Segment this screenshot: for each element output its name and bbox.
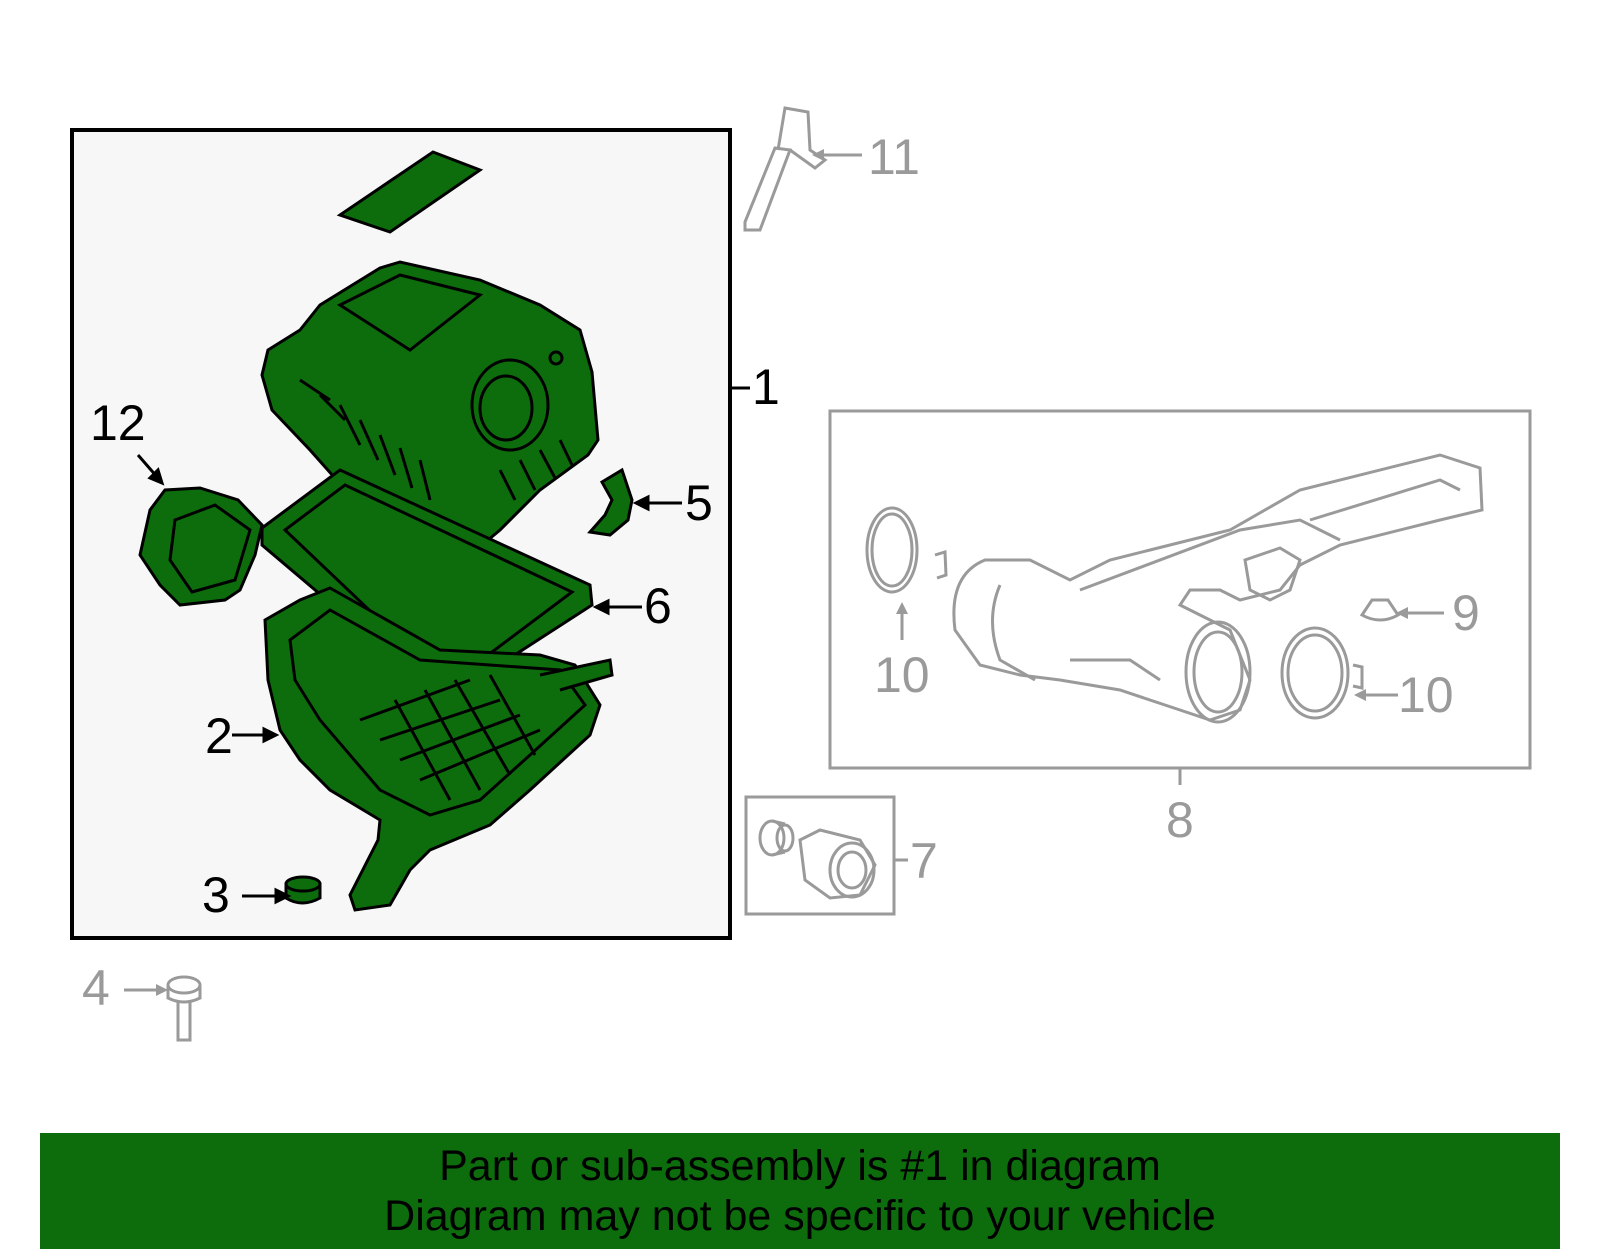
intake-duct-part-8[interactable] — [952, 453, 1484, 724]
callout-12[interactable]: 12 — [90, 395, 146, 451]
mass-airflow-housing-part[interactable] — [138, 486, 264, 607]
arrowhead-2 — [262, 726, 280, 744]
clamp-part-10-right[interactable] — [1280, 626, 1398, 720]
clamp-part-10-left[interactable] — [865, 506, 948, 640]
bolt-part-4[interactable] — [124, 975, 202, 1042]
banner-line-1: Part or sub-assembly is #1 in diagram — [439, 1142, 1161, 1190]
banner-line-2: Diagram may not be specific to your vehi… — [384, 1192, 1216, 1240]
arrowhead-12 — [147, 467, 165, 486]
clip-part-5[interactable] — [587, 467, 634, 537]
callout-1[interactable]: 1 — [752, 359, 780, 415]
arrowhead-3 — [274, 887, 292, 905]
callout-3[interactable]: 3 — [202, 867, 230, 923]
callout-8[interactable]: 8 — [1166, 792, 1194, 848]
callout-7[interactable]: 7 — [910, 833, 938, 889]
coupler-part-7[interactable] — [758, 819, 877, 900]
arrowhead-5 — [632, 494, 650, 512]
callout-2[interactable]: 2 — [205, 708, 233, 764]
info-banner: Part or sub-assembly is #1 in diagram Di… — [40, 1133, 1560, 1249]
callout-5[interactable]: 5 — [685, 475, 713, 531]
callout-10-left[interactable]: 10 — [874, 647, 930, 703]
callout-6[interactable]: 6 — [644, 578, 672, 634]
callout-10-right[interactable]: 10 — [1398, 667, 1454, 723]
arrowhead-6 — [592, 598, 610, 616]
plug-part-9[interactable] — [1359, 598, 1444, 622]
air-filter-element-part[interactable] — [260, 468, 594, 702]
air-cleaner-box-part[interactable] — [263, 586, 614, 912]
callout-11[interactable]: 11 — [868, 129, 920, 185]
grommet-part-3[interactable] — [284, 875, 322, 905]
intake-pad-part[interactable] — [336, 150, 484, 234]
callout-4[interactable]: 4 — [82, 960, 110, 1016]
callout-9[interactable]: 9 — [1452, 585, 1480, 641]
hose-part-11[interactable] — [743, 106, 862, 232]
